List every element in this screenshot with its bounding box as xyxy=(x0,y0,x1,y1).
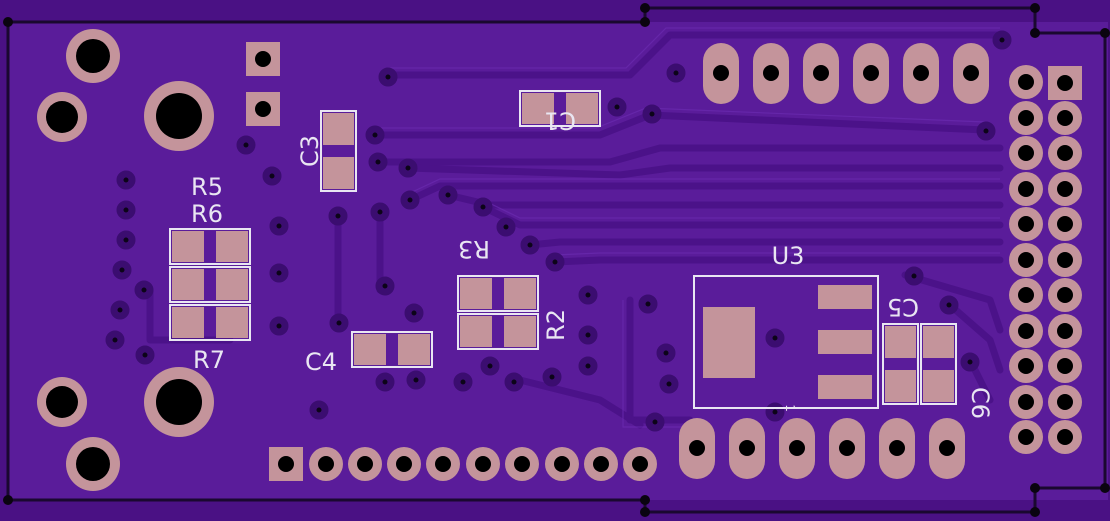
label-c6: C6 xyxy=(966,387,994,419)
label-c5: C5 xyxy=(887,293,919,321)
component-c4 xyxy=(351,331,433,368)
vias xyxy=(105,30,1012,432)
label-r7: R7 xyxy=(193,346,225,374)
label-c3: C3 xyxy=(296,135,324,167)
component-c6 xyxy=(920,323,957,405)
label-r3: R3 xyxy=(458,235,490,263)
label-c1: C1 xyxy=(544,106,576,134)
component-r7 xyxy=(169,304,251,341)
component-r3 xyxy=(457,275,539,312)
bottom-oval-pads xyxy=(679,418,965,479)
component-c1 xyxy=(519,90,601,127)
label-r2: R2 xyxy=(542,309,570,341)
component-u3 xyxy=(693,275,879,409)
jumper-pads xyxy=(246,42,280,126)
top-oval-pads xyxy=(703,43,989,104)
label-r6: R6 xyxy=(191,200,223,228)
label-c4: C4 xyxy=(305,348,337,376)
bottom-header xyxy=(269,447,657,481)
label-u3-pin1: 1 xyxy=(783,404,797,412)
component-r2 xyxy=(457,313,539,350)
label-r5: R5 xyxy=(191,173,223,201)
component-r6 xyxy=(169,266,251,303)
outline-vertices xyxy=(3,3,1110,517)
component-c5 xyxy=(882,323,919,405)
traces-highlight xyxy=(375,27,1000,428)
mounting-holes xyxy=(37,29,214,491)
right-header xyxy=(1009,65,1082,454)
component-c3 xyxy=(320,110,357,192)
component-r5 xyxy=(169,228,251,265)
label-u3: U3 xyxy=(772,242,805,270)
